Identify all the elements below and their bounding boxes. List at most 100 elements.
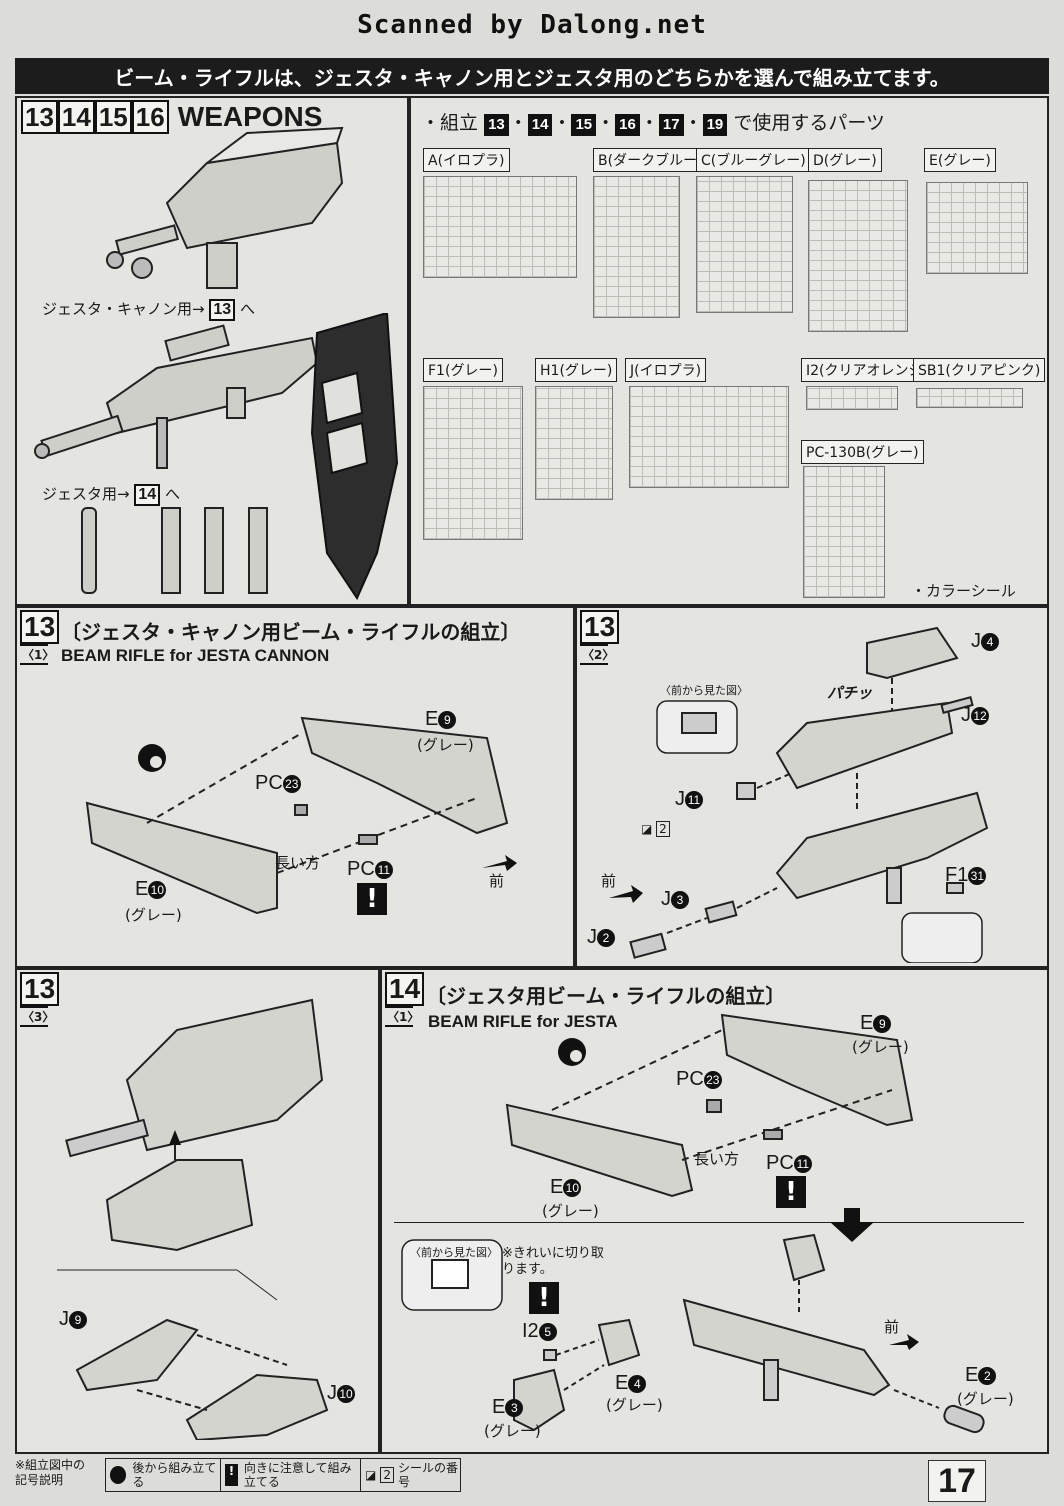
cannon-arrow-suffix: へ — [239, 300, 255, 318]
step14-1-diagram-top — [505, 1013, 914, 1198]
runner-e — [926, 182, 1028, 274]
front-label: 前 — [489, 872, 505, 890]
runner-label-h1: H1(グレー) — [535, 358, 618, 382]
jesta-label-text: ジェスタ用→ — [42, 485, 130, 503]
step-ref: 17 — [658, 114, 684, 136]
step-number: 13 — [20, 972, 60, 1006]
seal-number: ◪ 2 — [641, 821, 670, 837]
long-side-label: 長い方 — [275, 854, 321, 872]
legend-back: 後から組み立てる — [105, 1458, 221, 1492]
step14-1-diagram-bottom — [401, 1233, 985, 1434]
parts-title: ・組立 13・14・15・16・17・19 で使用するパーツ — [421, 112, 885, 136]
front-label: 前 — [884, 1318, 900, 1336]
cannon-rifle-label: ジェスタ・キャノン用→ 13 へ — [42, 298, 255, 321]
orientation-warning-icon: ! — [529, 1282, 559, 1314]
part-e9-color: (グレー) — [852, 1038, 909, 1056]
runner-label-pc130b: PC-130B(グレー) — [801, 440, 924, 464]
cut-cleanly-note: ※きれいに切り取ります。 — [502, 1246, 604, 1277]
step-number: 15 — [94, 100, 132, 134]
legend-orient: ! 向きに注意して組み立てる — [220, 1458, 361, 1492]
legend-seal: ◪ 2 シールの番号 — [360, 1458, 461, 1492]
step14-1-title-jp: 〔ジェスタ用ビーム・ライフルの組立〕 — [426, 984, 786, 1008]
step-number: 13 — [21, 100, 58, 134]
down-arrow-icon — [830, 1208, 874, 1242]
runner-label-e: E(グレー) — [924, 148, 996, 172]
legend-title: ※組立図中の記号説明 — [15, 1458, 86, 1487]
runner-label-d: D(グレー) — [808, 148, 882, 172]
parts-title-suffix: で使用するパーツ — [733, 112, 885, 134]
runner-sb1 — [916, 388, 1023, 408]
step13-3-number-block: 13 〈3〉 — [20, 972, 60, 1027]
runner-j — [629, 386, 789, 488]
runner-a — [423, 176, 577, 278]
front-label: 前 — [601, 872, 617, 890]
step-ref: 14 — [527, 114, 553, 136]
runner-label-j: J(イロプラ) — [625, 358, 707, 382]
jesta-rifle-illustration — [34, 324, 317, 469]
front-view-label: 〈前から見た図〉 — [660, 684, 748, 697]
part-e9-color: (グレー) — [417, 736, 474, 754]
step13-2-number-block: 13 〈2〉 — [580, 610, 620, 665]
runner-label-i2: I2(クリアオレンジ) — [801, 358, 933, 382]
step13-1-title-en: BEAM RIFLE for JESTA CANNON — [61, 646, 330, 665]
step-number: 13 — [580, 610, 620, 644]
color-seal-label: ・カラーシール — [911, 582, 1016, 600]
sub-step: 〈1〉 — [20, 644, 54, 665]
runner-d — [808, 180, 908, 332]
parts-panel: ・組立 13・14・15・16・17・19 で使用するパーツ A(イロプラ) B… — [409, 96, 1049, 606]
back-assembly-icon — [110, 1466, 127, 1484]
step-ref: 13 — [484, 114, 509, 136]
step-ref: 15 — [571, 114, 597, 136]
magazines-illustration — [81, 507, 268, 594]
runner-label-a: A(イロプラ) — [423, 148, 510, 172]
step-number: 16 — [131, 100, 169, 134]
cannon-step-ref: 13 — [209, 299, 236, 321]
runner-pc130b — [803, 466, 885, 598]
runner-c — [696, 176, 793, 313]
runner-label-f1: F1(グレー) — [423, 358, 503, 382]
symbol-legend: ※組立図中の記号説明 後から組み立てる ! 向きに注意して組み立てる ◪ 2 シ… — [15, 1456, 461, 1494]
step-number: 14 — [57, 100, 95, 134]
part-e10-color: (グレー) — [542, 1202, 599, 1220]
step13-3-diagram — [57, 998, 329, 1440]
instruction-banner: ビーム・ライフルは、ジェスタ・キャノン用とジェスタ用のどちらかを選んで組み立てま… — [15, 58, 1049, 94]
cannon-rifle-illustration — [106, 126, 344, 289]
seal-icon: ◪ — [365, 1468, 377, 1482]
step-ref: 16 — [615, 114, 640, 136]
cannon-label-text: ジェスタ・キャノン用→ — [42, 300, 205, 318]
part-e4-color: (グレー) — [606, 1396, 663, 1414]
snap-label: パチッ — [827, 684, 873, 702]
weapons-title: WEAPONS — [177, 101, 323, 132]
shield-illustration — [310, 313, 399, 601]
step13-1-title-jp: 〔ジェスタ・キャノン用ビーム・ライフルの組立〕 — [61, 620, 521, 644]
runner-label-b: B(ダークブルー) — [593, 148, 708, 172]
part-e2-color: (グレー) — [957, 1390, 1014, 1408]
step13-1-diagram — [85, 716, 517, 915]
part-e3-color: (グレー) — [484, 1422, 541, 1440]
runner-label-sb1: SB1(クリアピンク) — [913, 358, 1046, 382]
step-ref: 19 — [702, 114, 728, 136]
step-number: 14 — [385, 972, 425, 1006]
runner-f1 — [423, 386, 523, 540]
divider — [394, 1222, 1024, 1223]
runner-b — [593, 176, 680, 318]
parts-title-prefix: ・組立 — [421, 112, 479, 134]
step13-1-panel: 13 〈1〉 〔ジェスタ・キャノン用ビーム・ライフルの組立〕 BEAM RIFL… — [15, 606, 575, 968]
